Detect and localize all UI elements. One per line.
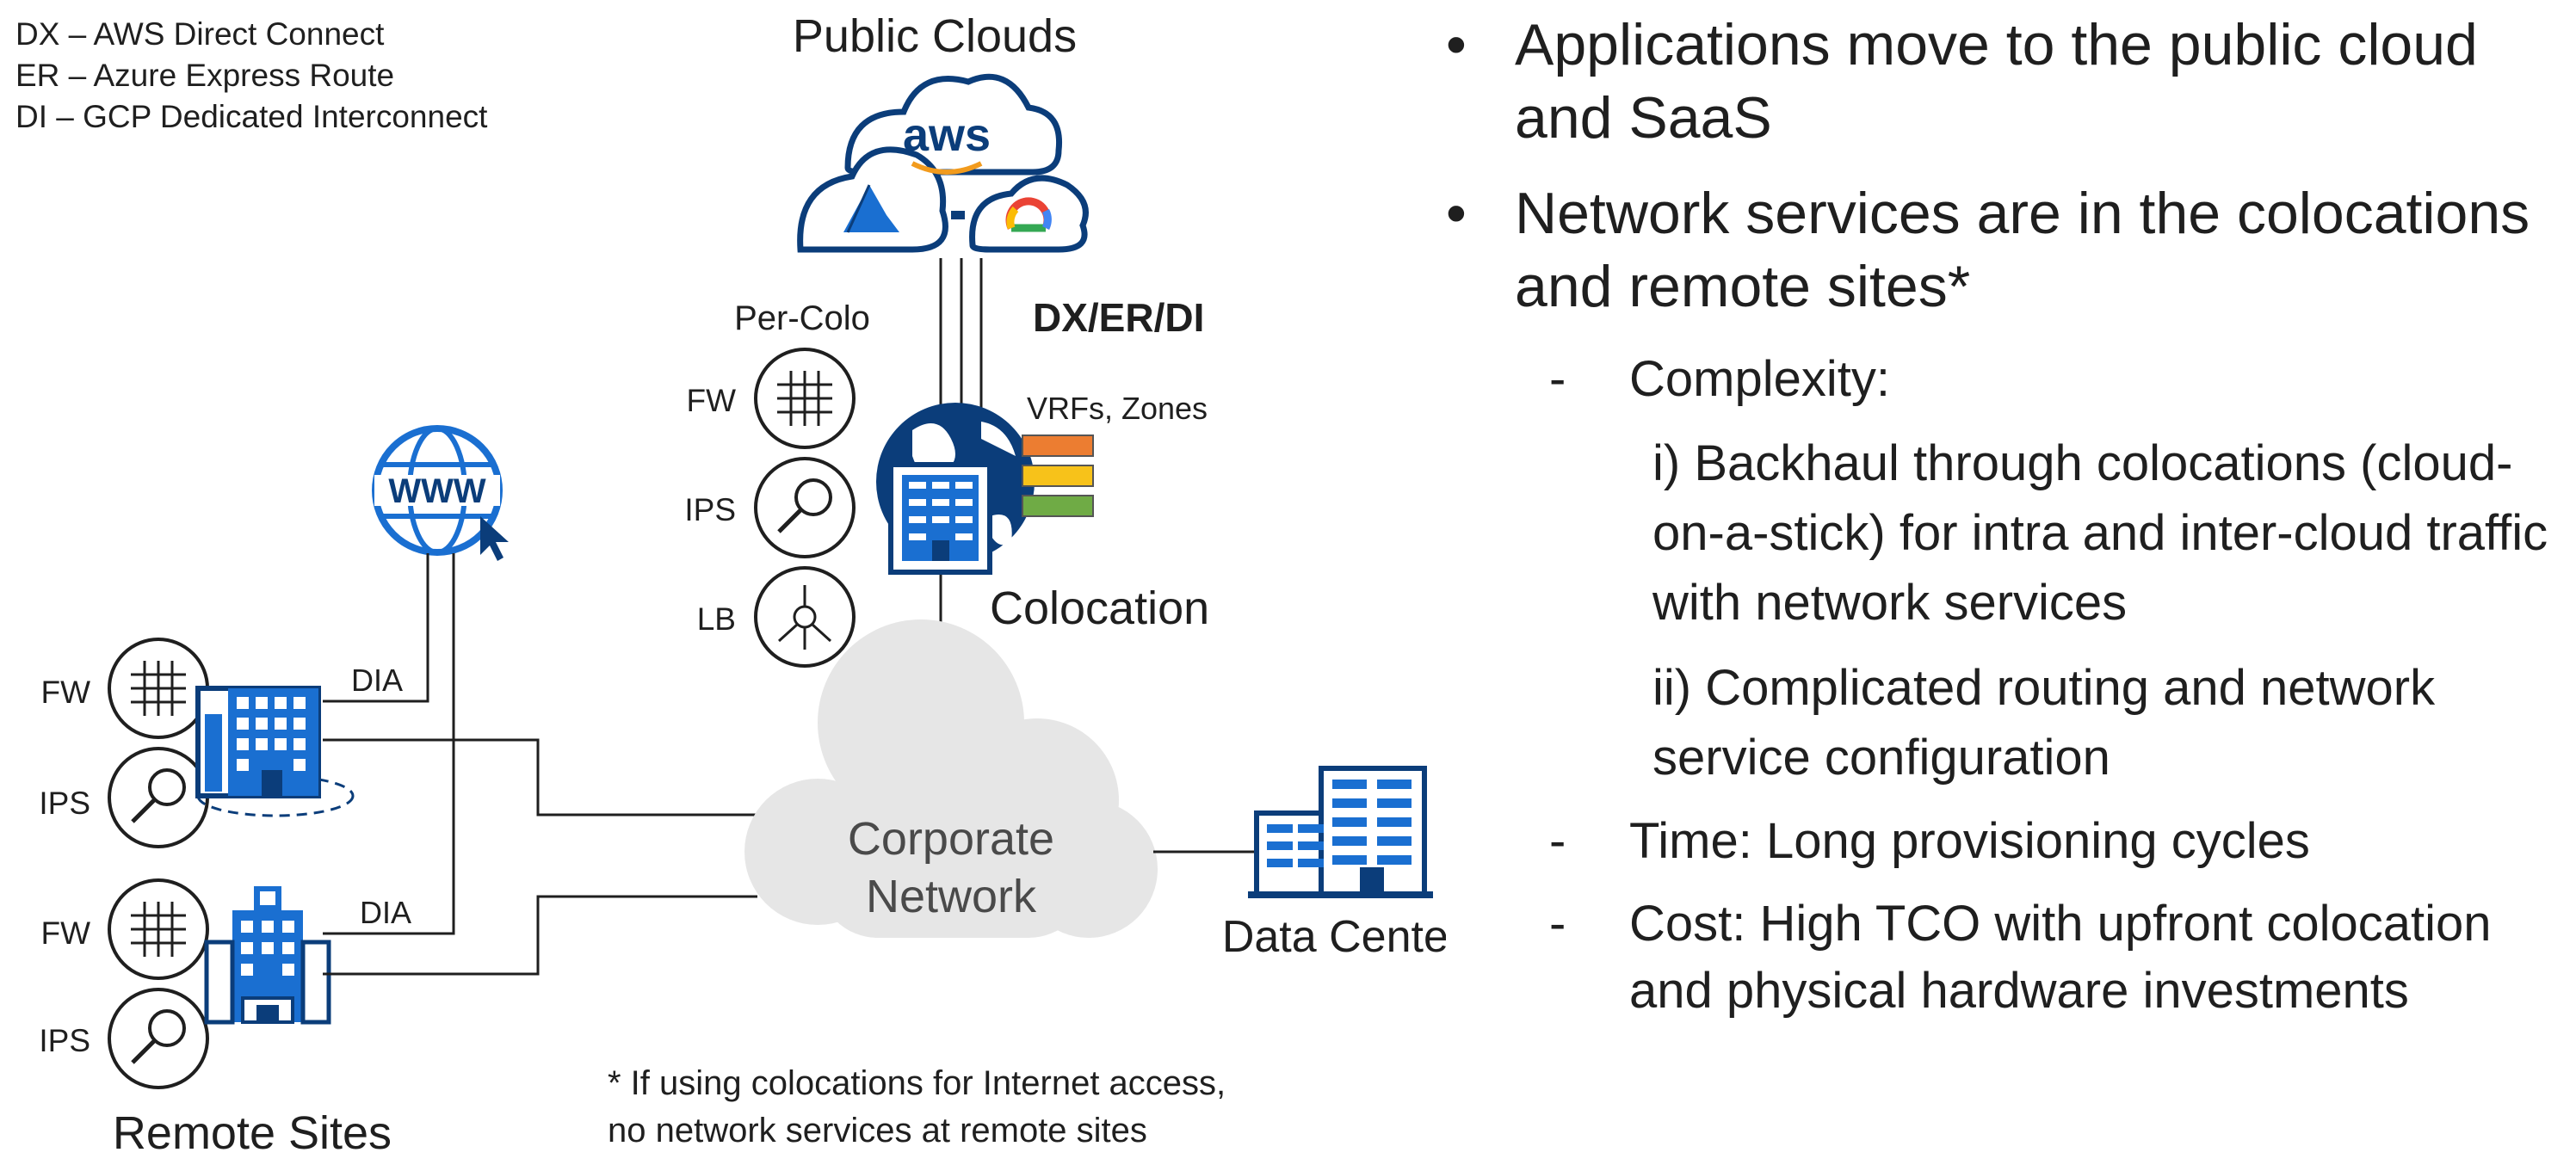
internet-globe-icon: WWW bbox=[372, 425, 509, 561]
site2-ips-magnifier-icon bbox=[108, 988, 209, 1089]
public-clouds-icon: aws bbox=[797, 73, 1089, 253]
legend-er: ER – Azure Express Route bbox=[15, 58, 394, 93]
site1-firewall-icon bbox=[108, 638, 209, 739]
site2-hospital-building-icon bbox=[204, 886, 331, 1025]
www-label: WWW bbox=[388, 472, 486, 510]
public-clouds-label: Public Clouds bbox=[793, 10, 1077, 62]
complexity-item-i: i) Backhaul through colocations (cloud-o… bbox=[1652, 435, 2548, 631]
complexity-text: Complexity: bbox=[1629, 351, 1890, 407]
data-center-label: Data Center bbox=[1222, 912, 1446, 962]
corporate-network-label-line1: Corporate bbox=[848, 813, 1054, 865]
dash-marker: - bbox=[1549, 351, 1566, 407]
zone-bars bbox=[1022, 435, 1094, 517]
colocation-building-icon bbox=[888, 462, 992, 575]
dia-label-2: DIA bbox=[360, 895, 411, 930]
cursor-icon bbox=[480, 516, 509, 561]
internet-lines bbox=[323, 553, 455, 935]
bullet-list: • Applications move to the public cloud … bbox=[1446, 9, 2565, 1040]
gcp-icon bbox=[1005, 197, 1052, 232]
legend-dx: DX – AWS Direct Connect bbox=[15, 16, 385, 52]
site2-ips-label: IPS bbox=[39, 1023, 90, 1058]
bullet-network-services: • Network services are in the colocation… bbox=[1446, 177, 2565, 324]
aws-logo-text: aws bbox=[903, 109, 991, 161]
sub-bullet-complexity: - Complexity: bbox=[1446, 346, 2565, 413]
colo-fw-label: FW bbox=[686, 383, 736, 418]
network-diagram: DX – AWS Direct Connect ER – Azure Expre… bbox=[15, 10, 1446, 1159]
sub-bullet-time: - Time: Long provisioning cycles bbox=[1446, 808, 2565, 875]
site1-building-icon bbox=[195, 686, 321, 798]
colo-loadbalancer-icon bbox=[754, 566, 856, 668]
sub-bullet-cost: - Cost: High TCO with upfront colocation… bbox=[1446, 891, 2565, 1025]
vrfs-zones-label: VRFs, Zones bbox=[1027, 391, 1208, 426]
colo-ips-label: IPS bbox=[684, 492, 736, 527]
site2-fw-label: FW bbox=[40, 915, 90, 951]
site1-ips-magnifier-icon bbox=[108, 747, 209, 848]
bullet-network-services-text: Network services are in the colocations … bbox=[1515, 181, 2530, 319]
colo-firewall-icon bbox=[754, 348, 856, 449]
site1-fw-label: FW bbox=[40, 675, 90, 710]
dx-er-di-label: DX/ER/DI bbox=[1033, 295, 1204, 340]
cost-text: Cost: High TCO with upfront colocation a… bbox=[1629, 896, 2492, 1019]
corporate-network-cloud bbox=[744, 619, 1158, 938]
complexity-item-ii: ii) Complicated routing and network serv… bbox=[1652, 660, 2436, 786]
dash-marker: - bbox=[1549, 896, 1566, 952]
footnote-line2: no network services at remote sites bbox=[608, 1112, 1147, 1149]
bullet-applications: • Applications move to the public cloud … bbox=[1446, 9, 2565, 155]
site-corporate-lines bbox=[323, 738, 757, 976]
legend-di: DI – GCP Dedicated Interconnect bbox=[15, 99, 488, 134]
bullet-dot: • bbox=[1446, 181, 1467, 246]
footnote-line1: * If using colocations for Internet acce… bbox=[608, 1064, 1226, 1102]
bullet-dot: • bbox=[1446, 12, 1467, 77]
time-text: Time: Long provisioning cycles bbox=[1629, 813, 2310, 869]
corporate-network-label-line2: Network bbox=[866, 871, 1037, 922]
bullet-applications-text: Applications move to the public cloud an… bbox=[1515, 12, 2478, 151]
colo-ips-magnifier-icon bbox=[754, 457, 856, 558]
remote-sites-label: Remote Sites bbox=[113, 1107, 392, 1159]
data-center-icon bbox=[1248, 766, 1433, 898]
dash-marker: - bbox=[1549, 813, 1566, 869]
site2-firewall-icon bbox=[108, 878, 209, 980]
azure-icon bbox=[843, 185, 899, 232]
per-colo-label: Per-Colo bbox=[734, 299, 870, 337]
aws-smile-icon bbox=[911, 161, 983, 175]
site1-ips-label: IPS bbox=[39, 786, 90, 821]
colo-lb-label: LB bbox=[697, 601, 736, 637]
dia-label-1: DIA bbox=[351, 663, 403, 698]
colocation-label: Colocation bbox=[990, 582, 1209, 634]
